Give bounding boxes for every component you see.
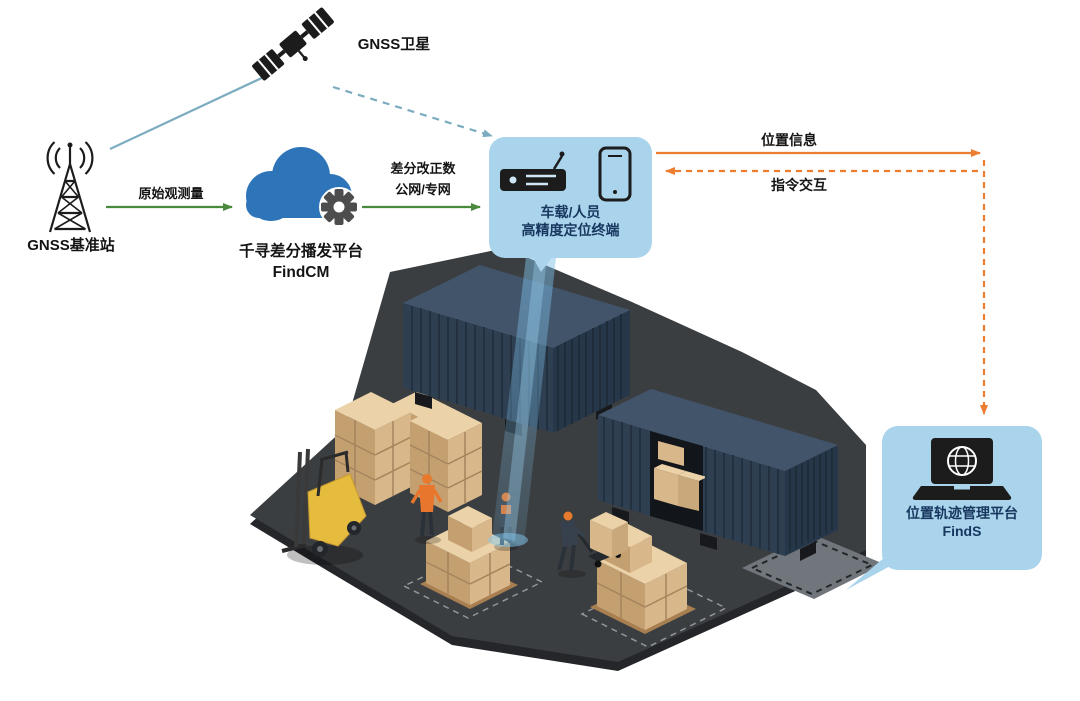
terminal-card: 车载/人员 高精度定位终端 [489, 137, 652, 258]
satellite-label: GNSS卫星 [357, 36, 431, 53]
management-platform-product: FindS [942, 523, 982, 539]
cloud-platform-caption: 千寻差分播发平台 FindCM [206, 241, 396, 283]
connector-lines [106, 75, 988, 415]
worker-figure-3 [557, 511, 586, 578]
pallet-center [420, 506, 518, 609]
laptop-globe-icon [912, 438, 1012, 500]
warehouse-scene [250, 248, 884, 671]
satellite-to-terminal-dashed-line [332, 85, 493, 138]
forklift [281, 448, 367, 565]
globe-icon [947, 446, 977, 476]
management-platform-card: 位置轨迹管理平台 FindS [882, 426, 1042, 570]
positioning-beam [488, 249, 557, 547]
correction-label-line1: 差分改正数 [390, 161, 456, 176]
satellite-icon [252, 7, 334, 81]
signal-waves-icon [46, 141, 94, 175]
vehicle-terminal-icon [499, 151, 566, 191]
cloud-platform-icon [246, 147, 359, 227]
management-icon [912, 438, 1012, 500]
management-platform-name: 位置轨迹管理平台 [906, 505, 1018, 521]
terminal-label-line2: 高精度定位终端 [521, 222, 620, 238]
correction-label-line2: 公网/专网 [395, 182, 451, 197]
position-info-label: 位置信息 [761, 132, 817, 148]
correction-caption: 差分改正数 公网/专网 [368, 158, 478, 200]
cloud-platform-product: FindCM [272, 264, 330, 281]
command-interaction-label: 指令交互 [771, 177, 827, 193]
pallet-jack [577, 512, 628, 568]
dock-patch [742, 534, 884, 599]
terminal-label-line1: 车载/人员 [540, 204, 601, 220]
smartphone-icon [598, 146, 631, 202]
container-2 [598, 389, 838, 561]
worker-figure-1 [410, 474, 443, 544]
raw-observation-label: 原始观测量 [138, 186, 204, 201]
base-station-label: GNSS基准站 [27, 237, 115, 254]
terminal-icons [499, 146, 631, 202]
floor-markings [402, 550, 728, 648]
cloud-platform-name: 千寻差分播发平台 [238, 243, 363, 260]
gear-icon [321, 189, 357, 225]
satellite-to-base-line [109, 75, 267, 150]
base-station-icon [46, 141, 94, 233]
